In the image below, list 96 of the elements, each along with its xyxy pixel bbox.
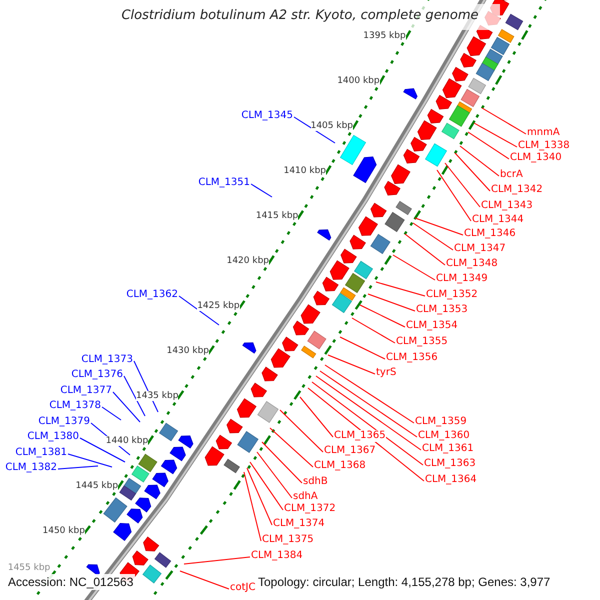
scale-label: 1420 kbp <box>226 256 269 266</box>
map-title: Clostridium botulinum A2 str. Kyoto, complete genome <box>120 8 480 24</box>
gene-label: CLM_1347 <box>454 243 506 255</box>
gene-label: CLM_1364 <box>425 474 477 486</box>
leader-line <box>316 376 422 450</box>
scale-label: 1430 kbp <box>166 346 209 356</box>
gene-label: CLM_1340 <box>510 152 562 164</box>
gene-label: CLM_1376 <box>71 369 123 381</box>
leader-line <box>412 222 454 250</box>
leader-line <box>392 254 436 280</box>
leader-line <box>414 218 464 236</box>
gene-label: CLM_1363 <box>424 458 476 470</box>
scale-label: 1425 kbp <box>197 301 240 311</box>
gene-label: CLM_1361 <box>422 443 474 455</box>
gene-label: CLM_1384 <box>251 550 303 562</box>
leader-line <box>58 466 98 470</box>
gene-label: CLM_1372 <box>284 503 336 515</box>
gene-label: CLM_1380 <box>27 431 79 443</box>
leader-line <box>178 296 220 326</box>
leader-line <box>340 336 386 360</box>
gene-label: CLM_1348 <box>446 258 498 270</box>
leader-line <box>80 438 126 462</box>
gene-label: cotJC <box>230 582 256 594</box>
leader-line <box>376 282 426 296</box>
gene-label: CLM_1351 <box>198 177 250 189</box>
gene-label: CLM_1362 <box>126 289 178 301</box>
scale-label: 1440 kbp <box>106 436 148 446</box>
gene-label: CLM_1354 <box>406 320 458 332</box>
leader-line <box>454 152 490 192</box>
scale-label: 1415 kbp <box>256 211 298 221</box>
gene-label: CLM_1360 <box>418 430 470 442</box>
gene-label: CLM_1382 <box>5 462 57 474</box>
gene-label: CLM_1359 <box>415 416 467 428</box>
scale-label: 1435 kbp <box>136 391 178 401</box>
gene-label: CLM_1375 <box>262 534 314 546</box>
gene-label: CLM_1353 <box>416 304 468 316</box>
leader-line <box>294 116 336 144</box>
gene-label: CLM_1365 <box>334 430 386 442</box>
leader-line <box>328 354 376 374</box>
leader-line <box>300 396 334 438</box>
scale-label: 1400 kbp <box>337 76 380 86</box>
leader-line <box>250 462 284 510</box>
gene-label: CLM_1355 <box>396 336 448 348</box>
leader-line <box>444 162 480 208</box>
leader-line <box>112 392 140 422</box>
gene-label: CLM_1345 <box>241 110 293 122</box>
gene-label: CLM_1349 <box>436 273 488 285</box>
gene-label: CLM_1356 <box>386 352 438 364</box>
leader-line <box>262 442 302 484</box>
gene-label: CLM_1343 <box>481 200 533 212</box>
gene-label: CLM_1344 <box>472 214 524 226</box>
gene-label: CLM_1378 <box>49 400 101 412</box>
leader-line <box>184 556 250 564</box>
gene-label: CLM_1374 <box>273 518 325 530</box>
gene-label: CLM_1346 <box>464 228 516 240</box>
gene-label: CLM_1379 <box>38 416 90 428</box>
leader-line <box>352 318 396 344</box>
scale-label: 1405 kbp <box>310 121 353 131</box>
gene-label: CLM_1368 <box>314 460 366 472</box>
scale-label: 1450 kbp <box>42 526 85 536</box>
leader-line <box>436 170 472 222</box>
gene-label: CLM_1377 <box>60 385 112 397</box>
gene-label: tyrS <box>376 367 396 379</box>
gene-label: CLM_1352 <box>426 289 478 301</box>
leader-line <box>482 108 526 134</box>
leader-line <box>124 376 146 416</box>
gene-label: CLM_1373 <box>81 354 133 366</box>
leader-line <box>324 364 414 424</box>
leader-line <box>270 428 314 468</box>
gene-label: CLM_1367 <box>324 445 376 457</box>
leader-line <box>244 472 262 542</box>
leader-line <box>308 388 424 482</box>
leader-line <box>474 122 518 148</box>
accession-text: Accession: NC_012563 <box>6 574 136 590</box>
scale-label: 1445 kbp <box>76 481 118 491</box>
leader-line <box>246 468 272 526</box>
genome-info-text: Topology: circular; Length: 4,155,278 bp; Genes: 3,977 <box>256 574 552 590</box>
gene-label: CLM_1342 <box>491 184 543 196</box>
leader-line <box>360 304 406 328</box>
leader-line <box>368 294 416 312</box>
scale-label: 1455 kbp <box>8 563 50 573</box>
leader-line <box>460 146 500 176</box>
gene-label: CLM_1338 <box>518 140 570 152</box>
leader-line <box>68 454 112 468</box>
leader-line <box>102 406 122 420</box>
leader-line <box>250 184 272 198</box>
leader-line <box>404 234 446 266</box>
gene-label: CLM_1381 <box>15 447 67 459</box>
leader-line <box>312 382 424 466</box>
leader-line <box>280 410 324 452</box>
scale-label: 1395 kbp <box>363 31 406 41</box>
leader-line <box>256 452 292 498</box>
leader-line <box>180 570 230 590</box>
leader-line <box>320 370 418 438</box>
scale-label: 1410 kbp <box>284 166 326 176</box>
leader-line <box>468 132 510 160</box>
